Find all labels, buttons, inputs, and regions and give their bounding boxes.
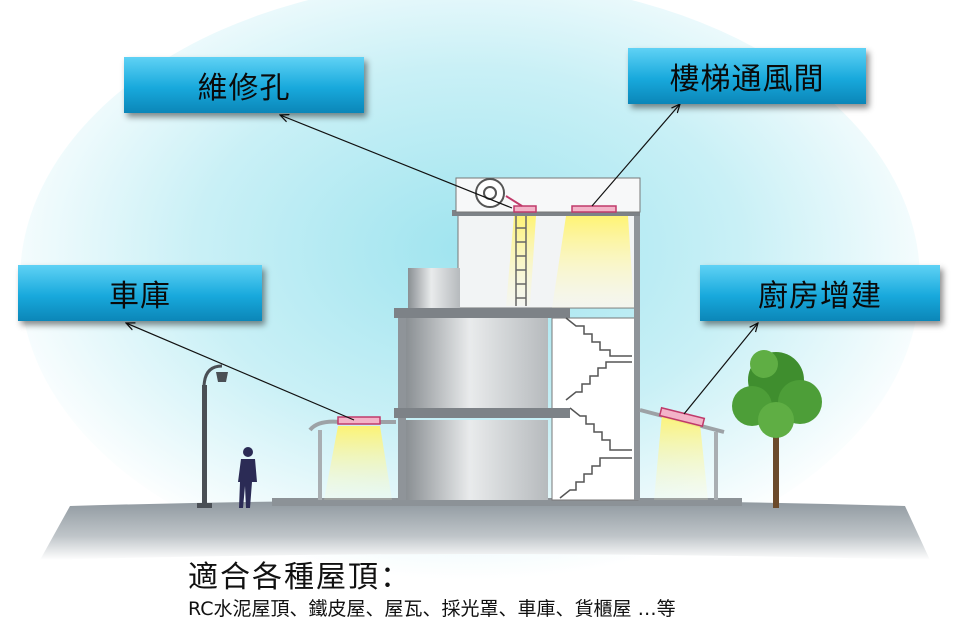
ground bbox=[40, 500, 930, 560]
ladder-icon bbox=[515, 216, 527, 306]
caption-title: 適合各種屋頂： bbox=[188, 560, 412, 595]
tree-icon bbox=[732, 350, 822, 508]
callout-arrows bbox=[126, 104, 758, 421]
arrow-stair-vent bbox=[591, 104, 680, 207]
kitchen-skylight bbox=[658, 406, 706, 428]
staircase-icon bbox=[559, 317, 632, 499]
garage-skylight bbox=[337, 416, 381, 425]
arrow-kitchen bbox=[683, 323, 758, 415]
building bbox=[394, 177, 641, 501]
callout-kitchen-extension: 廚房增建 bbox=[700, 265, 940, 321]
callout-stairwell-vent: 樓梯通風間 bbox=[628, 48, 866, 104]
kitchen-extension-structure bbox=[639, 406, 725, 500]
person-icon bbox=[238, 447, 257, 508]
arrow-garage bbox=[126, 323, 355, 421]
caption-subtitle: RC水泥屋頂、鐵皮屋、屋瓦、採光罩、車庫、貨櫃屋 …等 bbox=[188, 598, 676, 620]
arrow-maintenance-hole bbox=[280, 115, 513, 209]
stair-vent-skylight bbox=[571, 205, 617, 213]
callout-maintenance-hole: 維修孔 bbox=[124, 57, 364, 113]
foundation bbox=[272, 498, 742, 506]
maintenance-hole-skylight bbox=[513, 205, 537, 213]
lamp-post-icon bbox=[197, 364, 228, 508]
callout-garage: 車庫 bbox=[18, 265, 262, 321]
